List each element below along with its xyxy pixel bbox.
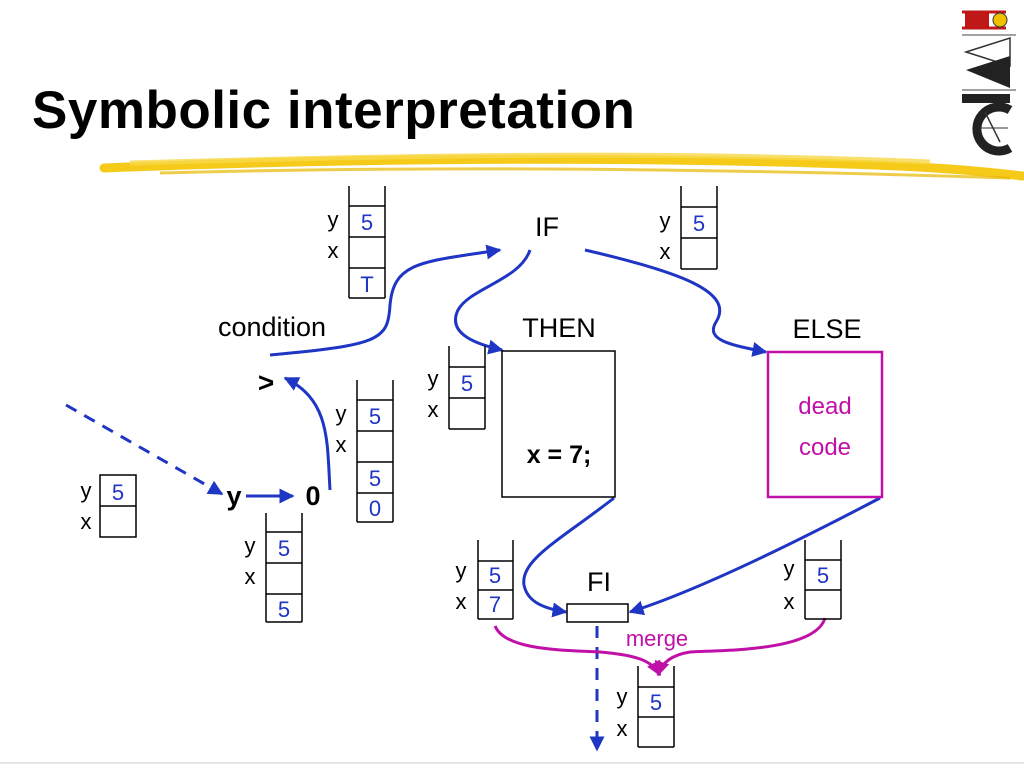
greater-operator: >	[258, 367, 274, 398]
stack-y-label: y	[456, 558, 467, 583]
stack-x-label: x	[660, 239, 671, 264]
stack-if-right: y x 5	[660, 186, 718, 270]
else-block	[766, 350, 884, 499]
iaik-logo	[962, 10, 1016, 156]
condition-to-if-arrow	[269, 244, 502, 357]
stack-y-value: 5	[817, 563, 829, 588]
stack-push-value: T	[360, 272, 373, 297]
slide-title: Symbolic interpretation	[32, 81, 636, 140]
if-label: IF	[535, 212, 559, 242]
stack-y-label: y	[336, 401, 347, 426]
else-to-fi-arrow	[628, 496, 881, 616]
stack-y-value: 5	[650, 690, 662, 715]
stack-y-value: 5	[278, 536, 290, 561]
stack-y-value: 5	[369, 404, 381, 429]
merge-label: merge	[626, 626, 688, 651]
stack-y-value: 5	[112, 480, 124, 505]
stack-y-value: 5	[693, 211, 705, 236]
stack-push-value: 5	[278, 597, 290, 622]
merge-left-arrow	[493, 625, 662, 677]
stack-push-value: 0	[369, 496, 381, 521]
then-to-fi-arrow	[522, 496, 615, 618]
stack-y-label: y	[81, 478, 92, 503]
assignment-statement: x = 7;	[527, 441, 592, 469]
then-block	[501, 350, 616, 498]
stack-condition: y x 5 T	[328, 186, 386, 299]
stack-y-value: 5	[489, 563, 501, 588]
fi-merge-bar	[566, 603, 629, 623]
stack-x-label: x	[336, 432, 347, 457]
stack-x-label: x	[428, 397, 439, 422]
stack-x-label: x	[328, 238, 339, 263]
stack-x-label: x	[245, 564, 256, 589]
condition-label: condition	[218, 312, 326, 342]
input-dashed-arrow	[65, 403, 224, 496]
y-variable: y	[226, 481, 241, 511]
stack-merged: y x 5	[617, 666, 675, 748]
zero-to-greater-arrow	[283, 376, 332, 491]
stack-x-value: 7	[489, 592, 501, 617]
if-to-then-arrow	[454, 249, 532, 355]
stack-x-label: x	[784, 589, 795, 614]
merge-arrows	[493, 617, 827, 677]
stack-y-label: y	[784, 556, 795, 581]
stack-y-label: y	[328, 207, 339, 232]
stack-y-label: y	[428, 366, 439, 391]
stack-input: y x 5	[81, 474, 137, 538]
stack-x-label: x	[456, 589, 467, 614]
dead-code-line1: dead	[798, 393, 851, 420]
stack-x-label: x	[617, 716, 628, 741]
stack-y-load: y x 5 5	[245, 513, 303, 623]
stack-y-value: 5	[361, 210, 373, 235]
zero-constant: 0	[305, 481, 320, 511]
stack-else-exit: y x 5	[784, 540, 842, 620]
if-to-else-arrow	[584, 248, 768, 357]
stack-then-exit: y x 5 7	[456, 540, 514, 620]
control-flow-arrows	[65, 244, 881, 752]
stack-x-label: x	[81, 509, 92, 534]
merge-right-arrow	[654, 617, 827, 677]
title-underline	[99, 152, 1024, 181]
stack-push-value: 5	[369, 466, 381, 491]
stack-y-label: y	[245, 533, 256, 558]
dead-code-line2: code	[799, 434, 851, 461]
stack-zero-load: y x 5 5 0	[336, 380, 394, 523]
fi-label: FI	[587, 567, 611, 597]
then-label: THEN	[522, 313, 596, 343]
else-label: ELSE	[792, 314, 861, 344]
footer-divider	[0, 762, 1024, 764]
stack-y-label: y	[660, 208, 671, 233]
stack-y-label: y	[617, 684, 628, 709]
stack-then-entry: y x 5	[428, 346, 486, 430]
stack-y-value: 5	[461, 371, 473, 396]
